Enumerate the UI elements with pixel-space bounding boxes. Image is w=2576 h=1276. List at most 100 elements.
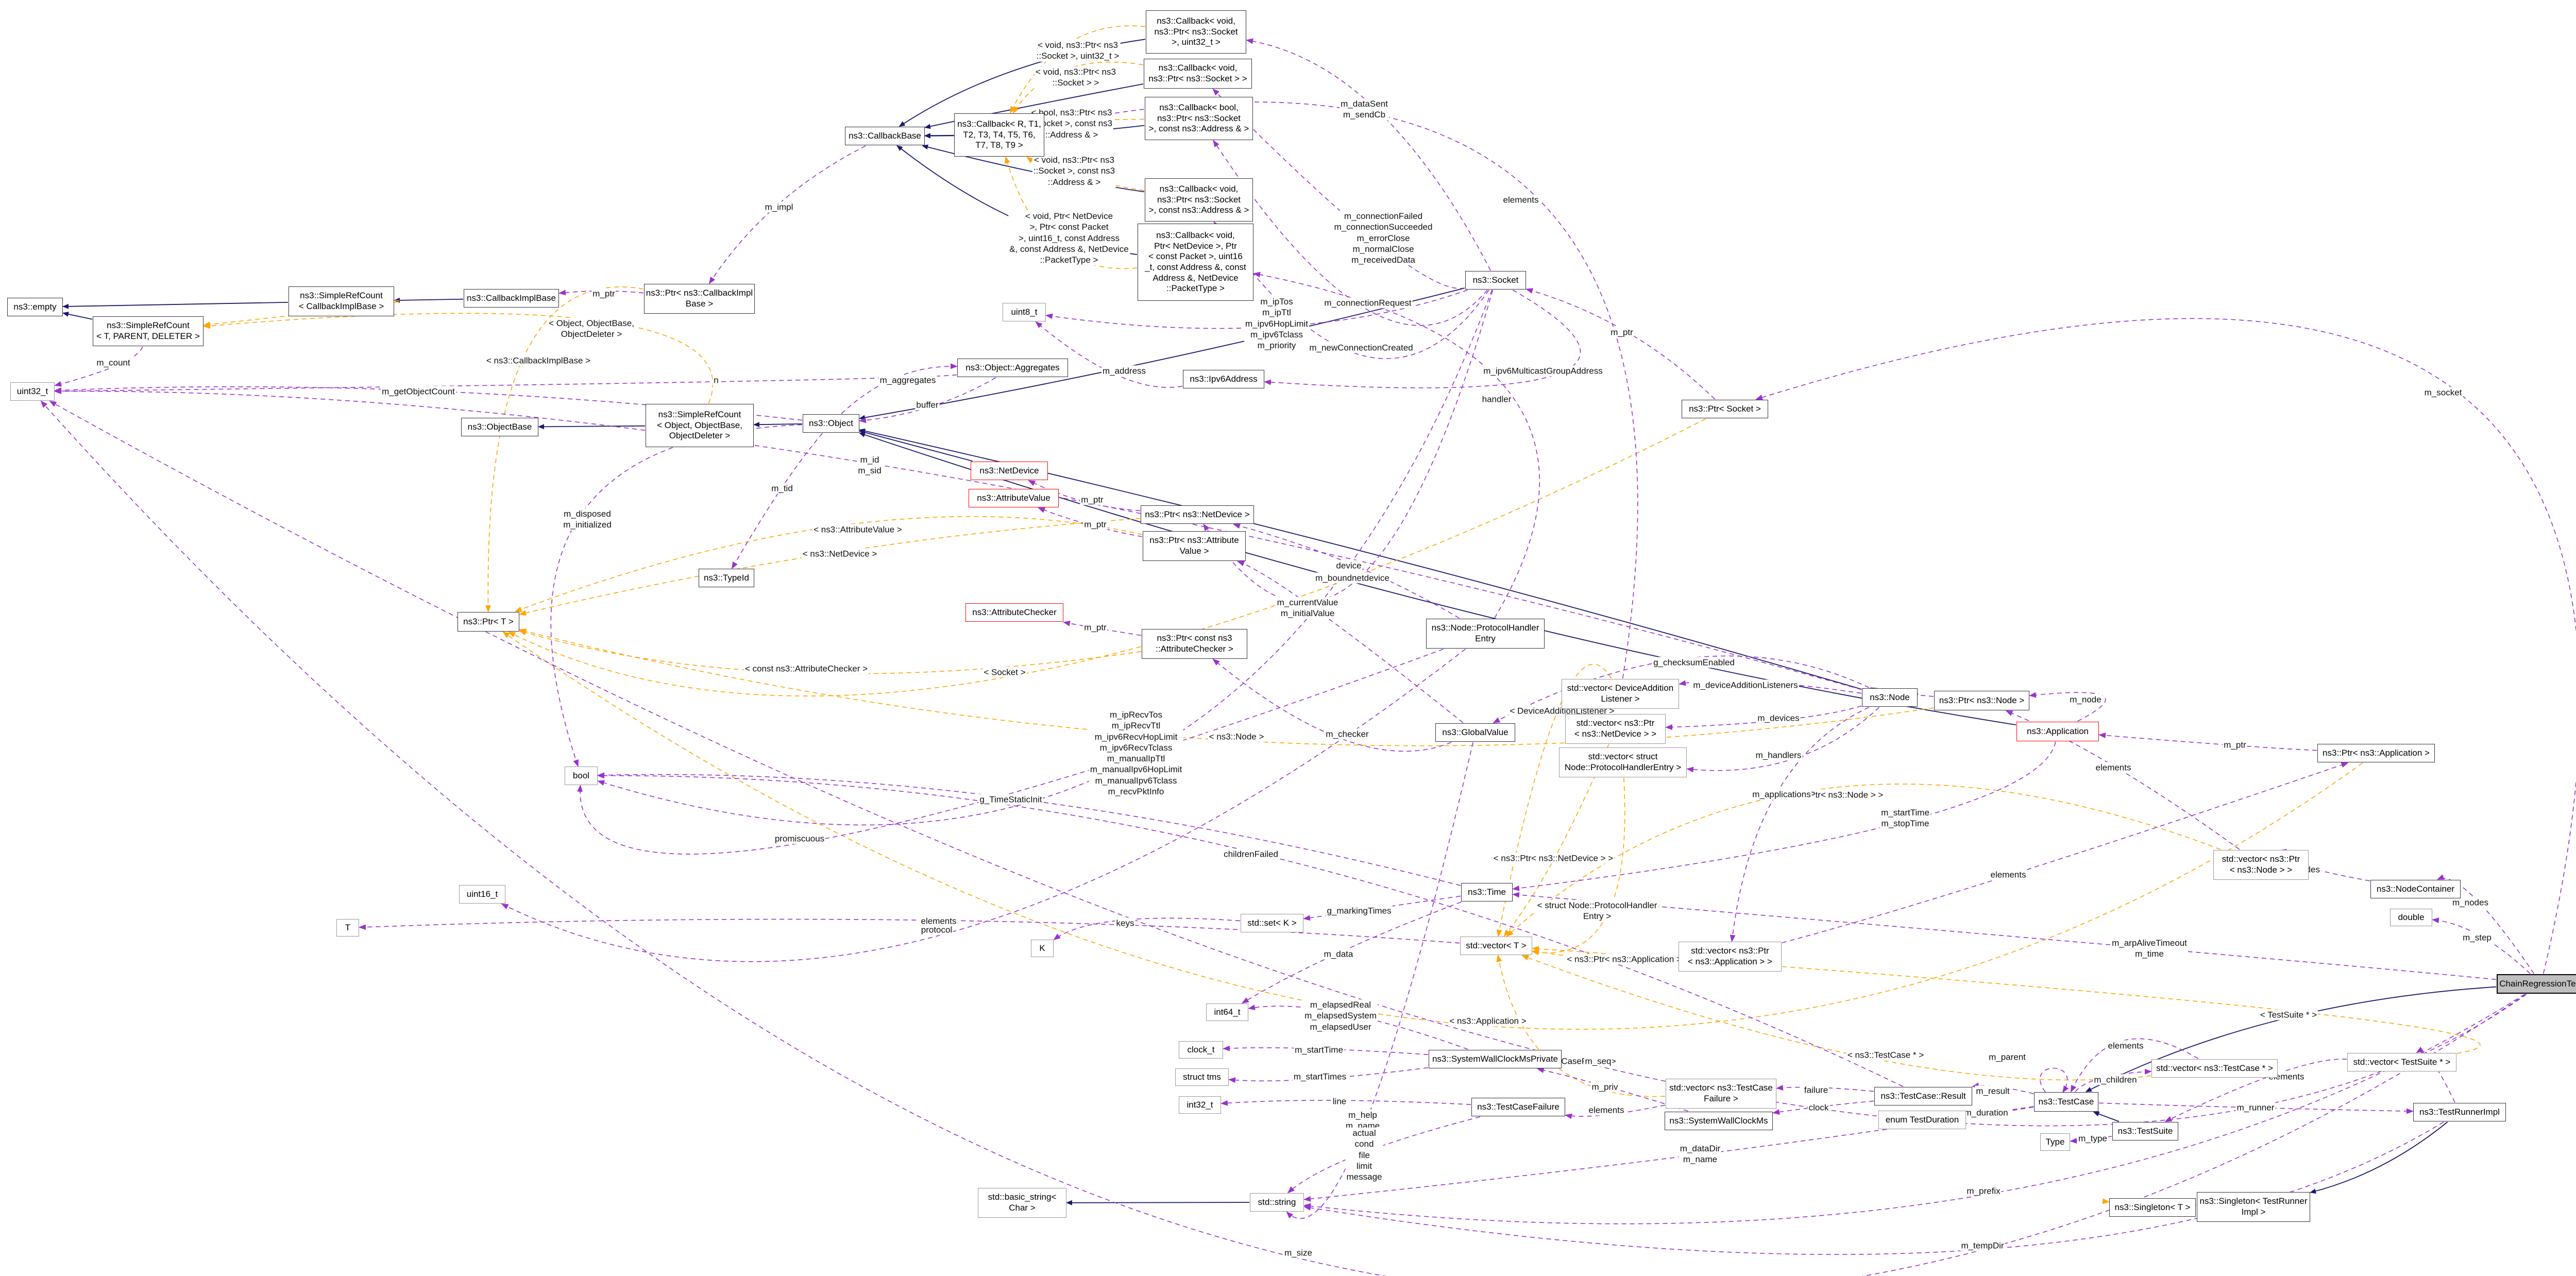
class-node-int64[interactable]: int64_t xyxy=(1206,1003,1248,1021)
class-node-cib[interactable]: ns3::CallbackImplBase xyxy=(464,289,559,308)
class-node-nodecontainer[interactable]: ns3::NodeContainer xyxy=(2370,880,2461,898)
edge-label-m_tid: m_tid xyxy=(770,483,794,494)
edge-label-m_socket: m_socket xyxy=(2423,387,2463,398)
edge-label-m_dataDir: m_dataDir m_name xyxy=(1679,1143,1722,1165)
edge-vec_phe-vecT xyxy=(1532,777,1625,956)
class-node-K[interactable]: K xyxy=(1031,940,1054,957)
edge-label-< ns3::Ptr< ns3::Application > >: < ns3::Ptr< ns3::Application > > xyxy=(1566,954,1690,965)
class-node-src_tpd[interactable]: ns3::SimpleRefCount < T, PARENT, DELETER… xyxy=(93,316,204,346)
class-node-tcf[interactable]: ns3::TestCaseFailure xyxy=(1471,1098,1565,1116)
class-node-int32[interactable]: int32_t xyxy=(1179,1096,1221,1114)
edge-chain-time xyxy=(1512,892,2497,980)
class-node-clock[interactable]: clock_t xyxy=(1179,1041,1223,1059)
class-node-type[interactable]: Type xyxy=(2040,1133,2070,1151)
class-node-vec_ptrnd[interactable]: std::vector< ns3::Ptr < ns3::NetDevice >… xyxy=(1565,714,1666,744)
class-node-swcmp[interactable]: ns3::SystemWallClockMsPrivate xyxy=(1429,1050,1562,1068)
edge-globalvalue-ptr_attrval xyxy=(1237,560,1464,723)
class-node-T[interactable]: T xyxy=(336,919,359,937)
class-node-callbackbase[interactable]: ns3::CallbackBase xyxy=(845,127,925,145)
edge-label-m_elapsedReal: m_elapsedReal m_elapsedSystem m_elapsedU… xyxy=(1303,999,1378,1032)
class-node-time[interactable]: ns3::Time xyxy=(1461,883,1513,901)
class-node-ptr_attrval[interactable]: ns3::Ptr< ns3::Attribute Value > xyxy=(1143,531,1246,561)
class-node-ptr_cib[interactable]: ns3::Ptr< ns3::CallbackImpl Base > xyxy=(644,284,755,314)
class-node-objectbase[interactable]: ns3::ObjectBase xyxy=(461,418,538,436)
class-node-cbVoidSock[interactable]: ns3::Callback< void, ns3::Ptr< ns3::Sock… xyxy=(1144,59,1252,89)
class-node-attrvalue[interactable]: ns3::AttributeValue xyxy=(969,489,1059,507)
class-node-duration[interactable]: enum TestDuration xyxy=(1878,1111,1966,1129)
edge-tcf-string xyxy=(1287,1116,1481,1194)
class-node-vec_ts[interactable]: std::vector< TestSuite * > xyxy=(2347,1053,2456,1071)
class-node-aggregates[interactable]: ns3::Object::Aggregates xyxy=(957,359,1068,377)
class-node-vec_ptrapp[interactable]: std::vector< ns3::Ptr < ns3::Application… xyxy=(1679,942,1782,972)
class-node-ptrsocket[interactable]: ns3::Ptr< Socket > xyxy=(1682,400,1768,418)
edge-label-m_impl: m_impl xyxy=(764,201,794,213)
class-node-uint32[interactable]: uint32_t xyxy=(10,382,55,401)
class-node-cbVoidSockAddr[interactable]: ns3::Callback< void, ns3::Ptr< ns3::Sock… xyxy=(1145,178,1253,222)
edge-cib-src_cib xyxy=(394,297,464,303)
class-node-testcase[interactable]: ns3::TestCase xyxy=(2034,1092,2098,1112)
class-node-ptr_netdev[interactable]: ns3::Ptr< ns3::NetDevice > xyxy=(1141,505,1254,524)
class-node-cbNetDevPkt[interactable]: ns3::Callback< void, Ptr< NetDevice >, P… xyxy=(1138,224,1253,301)
class-node-runner[interactable]: ns3::TestRunnerImpl xyxy=(2413,1103,2506,1121)
class-node-uint16[interactable]: uint16_t xyxy=(459,885,505,904)
edge-chain-uint32 xyxy=(49,401,2527,1127)
class-node-object[interactable]: ns3::Object xyxy=(803,414,859,433)
class-node-singletonTRI[interactable]: ns3::Singleton< TestRunner Impl > xyxy=(2197,1192,2310,1222)
class-node-socket[interactable]: ns3::Socket xyxy=(1465,271,1526,290)
class-node-globalvalue[interactable]: ns3::GlobalValue xyxy=(1435,723,1515,742)
class-node-netdevice[interactable]: ns3::NetDevice xyxy=(971,462,1048,480)
class-node-ptrT[interactable]: ns3::Ptr< T > xyxy=(457,612,519,632)
class-node-swcm[interactable]: ns3::SystemWallClockMs xyxy=(1665,1112,1773,1130)
edge-label-m_data: m_data xyxy=(1323,948,1354,960)
edge-label-m_nodes: m_nodes xyxy=(2451,897,2489,908)
class-node-ipv6addr[interactable]: ns3::Ipv6Address xyxy=(1183,370,1264,388)
class-node-empty[interactable]: ns3::empty xyxy=(7,298,63,316)
class-node-cbVoidSockUint[interactable]: ns3::Callback< void, ns3::Ptr< ns3::Sock… xyxy=(1146,10,1246,54)
class-node-double[interactable]: double xyxy=(2390,909,2432,926)
class-node-typeid[interactable]: ns3::TypeId xyxy=(699,569,754,587)
edge-testsuite-testcase xyxy=(2093,1111,2120,1122)
edge-ptrsocket-ptrT xyxy=(508,418,1706,696)
class-node-src_cib[interactable]: ns3::SimpleRefCount < CallbackImplBase > xyxy=(289,286,394,316)
edge-testcase-testcase xyxy=(2040,1067,2069,1093)
edge-label-< ns3::Application >: < ns3::Application > xyxy=(1448,1015,1528,1027)
class-node-vec_tcf[interactable]: std::vector< ns3::TestCase Failure > xyxy=(1666,1079,1776,1109)
class-node-ptr_app[interactable]: ns3::Ptr< ns3::Application > xyxy=(2317,744,2435,762)
class-node-ptr_attrchk[interactable]: ns3::Ptr< const ns3 ::AttributeChecker > xyxy=(1142,629,1247,659)
class-node-string[interactable]: std::string xyxy=(1250,1193,1304,1212)
edge-label-< void, ns3::Ptr< ns3: < void, ns3::Ptr< ns3 ::Socket >, const … xyxy=(1032,155,1116,188)
edge-label-elements: elements xyxy=(1502,194,1540,206)
class-node-setK[interactable]: std::set< K > xyxy=(1241,914,1303,932)
class-node-vec_dal[interactable]: std::vector< DeviceAddition Listener > xyxy=(1562,679,1679,709)
class-node-chain[interactable]: ChainRegressionTest xyxy=(2497,974,2576,994)
edge-label-m_newConnectionCreated: m_newConnectionCreated xyxy=(1308,342,1414,353)
class-node-attrchecker[interactable]: ns3::AttributeChecker xyxy=(965,603,1063,622)
class-node-phe[interactable]: ns3::Node::ProtocolHandler Entry xyxy=(1426,619,1545,649)
class-node-singletonT[interactable]: ns3::Singleton< T > xyxy=(2109,1198,2196,1217)
edge-label-clock: clock xyxy=(1807,1102,1830,1113)
class-node-src_obj[interactable]: ns3::SimpleRefCount < Object, ObjectBase… xyxy=(646,404,754,447)
edge-ptr_attrval-attrvalue xyxy=(1038,507,1143,537)
class-node-callbackR[interactable]: ns3::Callback< R, T1, T2, T3, T4, T5, T6… xyxy=(954,113,1044,157)
class-node-application[interactable]: ns3::Application xyxy=(2016,722,2099,741)
edge-label-m_step: m_step xyxy=(2462,932,2493,943)
class-node-result[interactable]: ns3::TestCase::Result xyxy=(1874,1087,1972,1105)
class-node-node[interactable]: ns3::Node xyxy=(1862,688,1918,707)
edge-testcase-vec_tc xyxy=(2075,1068,2152,1092)
class-node-tms[interactable]: struct tms xyxy=(1175,1068,1229,1086)
edge-vec_dal-vecT xyxy=(1496,663,1612,937)
class-node-vecT[interactable]: std::vector< T > xyxy=(1460,937,1532,955)
class-node-cbBoolSockAddr[interactable]: ns3::Callback< bool, ns3::Ptr< ns3::Sock… xyxy=(1145,97,1253,140)
class-node-vec_tc[interactable]: std::vector< ns3::TestCase * > xyxy=(2151,1059,2278,1078)
class-node-vec_phe[interactable]: std::vector< struct Node::ProtocolHandle… xyxy=(1559,747,1687,777)
class-node-uint8[interactable]: uint8_t xyxy=(1003,303,1046,321)
class-node-basicstring[interactable]: std::basic_string< Char > xyxy=(978,1188,1066,1218)
class-node-ptr_node[interactable]: ns3::Ptr< ns3::Node > xyxy=(1934,691,2029,710)
edge-label-elements: elements xyxy=(1587,1104,1625,1116)
edge-cbVoidSock-callbackbase xyxy=(924,83,1144,129)
edge-node-globalvalue xyxy=(1493,655,1870,723)
class-node-vec_ptrnode[interactable]: std::vector< ns3::Ptr < ns3::Node > > xyxy=(2213,850,2309,880)
class-node-testsuite[interactable]: ns3::TestSuite xyxy=(2112,1122,2178,1141)
edge-socket-object xyxy=(859,287,1465,420)
class-node-bool[interactable]: bool xyxy=(565,767,598,785)
